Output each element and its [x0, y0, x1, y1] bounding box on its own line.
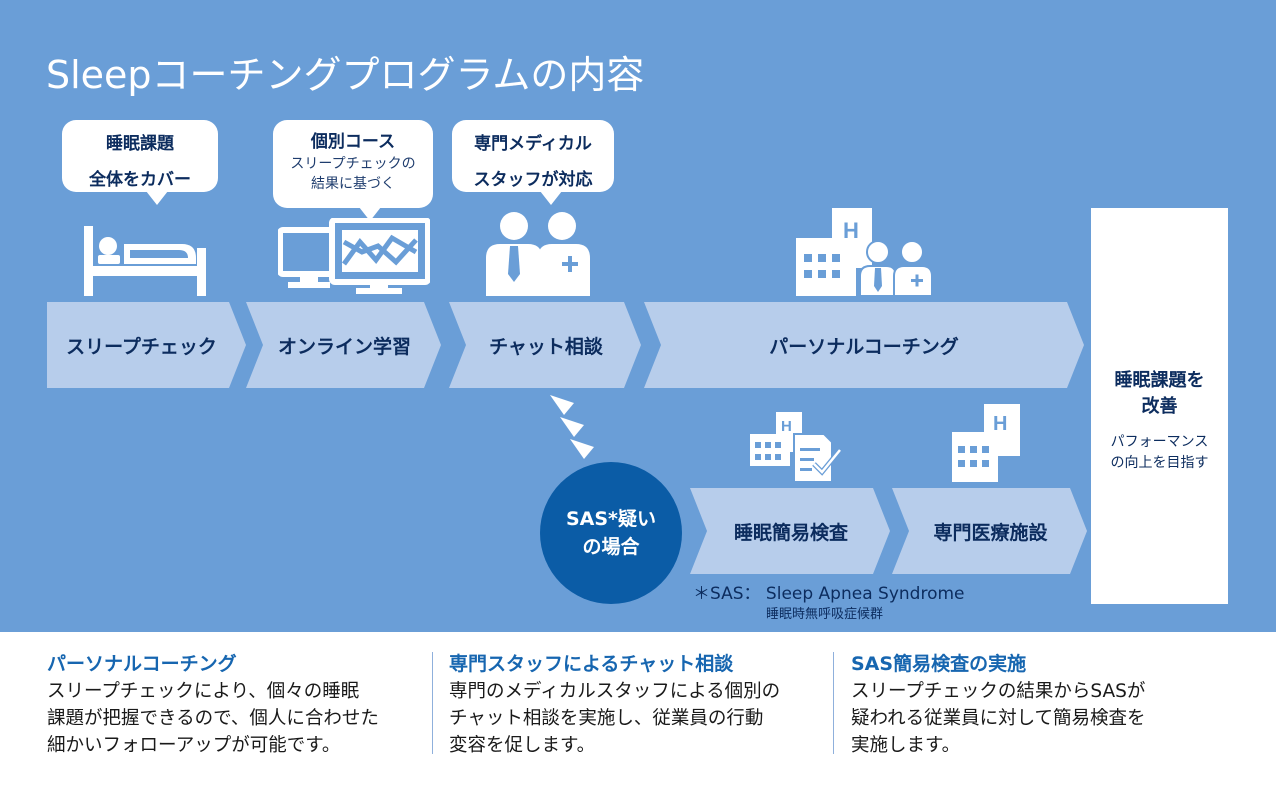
bubble-medical-staff: 専門メディカル スタッフが対応 — [452, 120, 614, 205]
column-divider — [833, 652, 834, 754]
bubble-individual-course-line2: スリープチェックの — [290, 156, 416, 172]
step-simple-sleep-test: 睡眠簡易検査 — [690, 488, 890, 574]
description-title: 専門スタッフによるチャット相談 — [449, 653, 734, 675]
description-staff-chat: 専門スタッフによるチャット相談 専門のメディカルスタッフによる個別の チャット相… — [449, 650, 819, 759]
description-title: SAS簡易検査の実施 — [851, 653, 1027, 675]
description-line: チャット相談を実施し、従業員の行動 — [449, 708, 764, 729]
medical-staff-icon — [486, 212, 590, 296]
goal-title: 睡眠課題を 改善 — [1091, 368, 1228, 420]
description-personal-coaching: パーソナルコーチング スリープチェックにより、個々の睡眠 課題が把握できるので、… — [47, 650, 417, 759]
sas-circle-line1: SAS*疑い — [565, 508, 656, 530]
goal-title-line2: 改善 — [1141, 396, 1178, 417]
step-specialist-facility-label: 専門医療施設 — [933, 521, 1048, 544]
svg-text:H: H — [843, 218, 859, 243]
step-specialist-facility: 専門医療施設 — [892, 488, 1087, 574]
sas-footnote: ＊SAS： Sleep Apnea Syndrome 睡眠時無呼吸症候群 — [693, 584, 965, 624]
bubble-cover-all: 睡眠課題 全体をカバー — [62, 120, 218, 205]
svg-text:H: H — [781, 418, 792, 435]
description-title: パーソナルコーチング — [47, 653, 237, 675]
goal-title-line1: 睡眠課題を — [1114, 370, 1205, 391]
description-line: 実施します。 — [851, 735, 961, 756]
step-sleep-check-label: スリープチェック — [66, 335, 217, 358]
step-chat-consultation: チャット相談 — [449, 302, 641, 388]
step-simple-sleep-test-label: 睡眠簡易検査 — [733, 521, 848, 544]
description-line: 疑われる従業員に対して簡易検査を — [851, 708, 1146, 729]
computer-chart-icon — [278, 218, 430, 294]
bubble-individual-course-line3: 結果に基づく — [311, 176, 395, 192]
goal-sub-line1: パフォーマンス — [1110, 434, 1209, 450]
hospital-icon: H — [952, 404, 1020, 482]
description-line: スリープチェックの結果からSASが — [851, 681, 1146, 702]
sas-circle-line2: の場合 — [582, 536, 640, 558]
bed-icon — [84, 226, 206, 296]
bubble-medical-staff-line2: スタッフが対応 — [473, 170, 593, 190]
description-line: 専門のメディカルスタッフによる個別の — [449, 681, 781, 702]
bubble-medical-staff-line1: 専門メディカル — [474, 134, 592, 154]
sas-suspected-circle: SAS*疑い の場合 — [540, 462, 682, 604]
description-line: 課題が把握できるので、個人に合わせた — [47, 708, 379, 729]
page-title: Sleepコーチングプログラムの内容 — [46, 53, 645, 97]
footnote-line1: ＊SAS： Sleep Apnea Syndrome — [693, 584, 965, 604]
description-line: 変容を促します。 — [449, 735, 596, 756]
down-chevrons-icon — [550, 395, 594, 459]
bubble-individual-course: 個別コース スリープチェックの 結果に基づく — [273, 120, 433, 221]
step-online-learning-label: オンライン学習 — [277, 335, 411, 358]
step-chat-consultation-label: チャット相談 — [489, 335, 603, 358]
description-line: スリープチェックにより、個々の睡眠 — [47, 681, 360, 702]
bubble-cover-all-line2: 全体をカバー — [89, 170, 191, 190]
column-divider — [432, 652, 433, 754]
footnote-line2: 睡眠時無呼吸症候群 — [766, 607, 884, 622]
bubble-individual-course-line1: 個別コース — [310, 132, 396, 152]
description-line: 細かいフォローアップが可能です。 — [47, 735, 341, 756]
goal-subtitle: パフォーマンス の向上を目指す — [1091, 432, 1228, 474]
step-sleep-check: スリープチェック — [47, 302, 246, 388]
bubble-cover-all-line1: 睡眠課題 — [106, 134, 174, 154]
step-online-learning: オンライン学習 — [246, 302, 441, 388]
step-personal-coaching: パーソナルコーチング — [644, 302, 1084, 388]
hospital-staff-icon: H — [796, 208, 933, 296]
goal-box: 睡眠課題を 改善 パフォーマンス の向上を目指す — [1091, 208, 1228, 604]
svg-text:H: H — [993, 413, 1007, 435]
description-sas-test: SAS簡易検査の実施 スリープチェックの結果からSASが 疑われる従業員に対して… — [851, 650, 1251, 759]
step-personal-coaching-label: パーソナルコーチング — [769, 335, 959, 358]
hospital-checklist-icon: H — [750, 412, 842, 482]
goal-sub-line2: の向上を目指す — [1110, 455, 1209, 471]
